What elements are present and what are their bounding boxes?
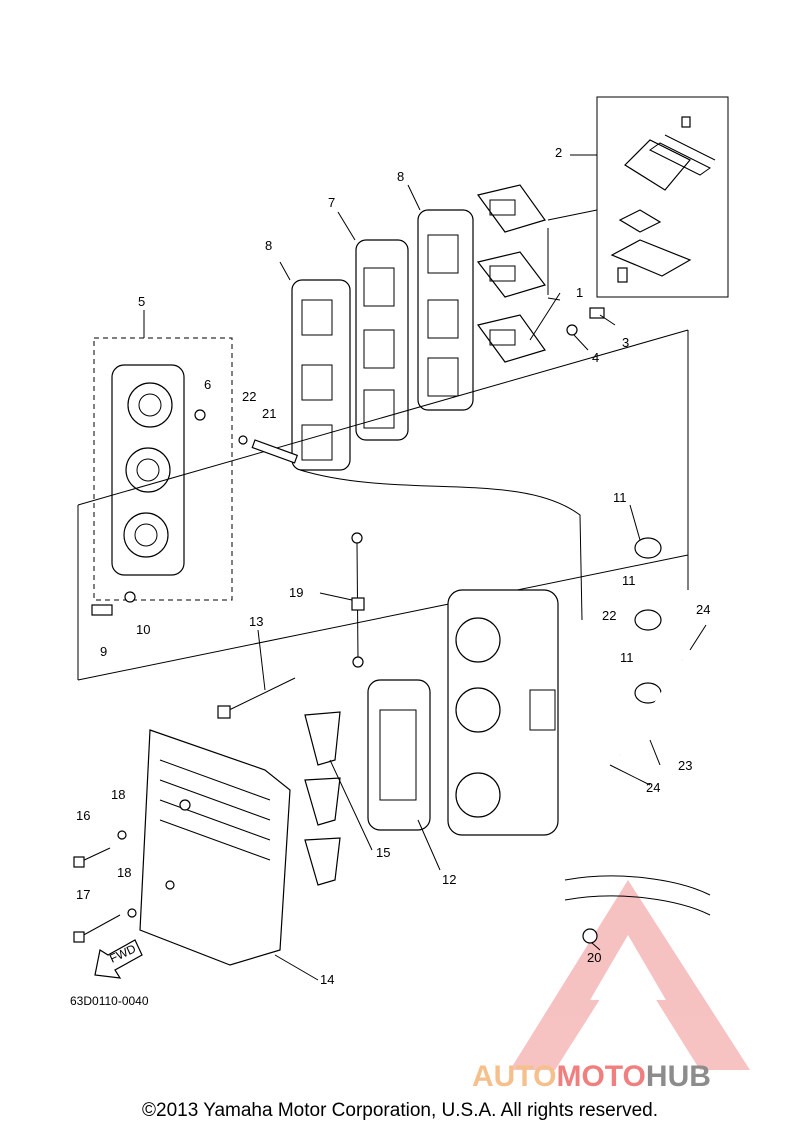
fwd-arrow-icon (94, 939, 143, 979)
watermark-logo (510, 880, 750, 1070)
callout-12: 12 (442, 872, 456, 887)
clip-22-upper (238, 435, 248, 445)
callout-4: 4 (592, 350, 599, 365)
o-ring-11a (634, 537, 662, 559)
callout-18a: 18 (111, 787, 125, 802)
callout-11a: 11 (613, 490, 627, 505)
callout-20: 20 (587, 950, 601, 965)
gaskets-15 (304, 711, 341, 886)
bolt-17 (73, 931, 85, 943)
washer-4 (566, 324, 578, 336)
callout-24b: 24 (646, 780, 660, 795)
cover-14 (139, 729, 291, 966)
callout-19: 19 (289, 585, 303, 600)
callout-11b: 11 (622, 573, 636, 588)
reed-valve-inset (596, 96, 729, 298)
drain-plug-area (564, 875, 711, 944)
bolt-6 (194, 409, 206, 421)
washer-18a (117, 830, 127, 840)
hose-21 (251, 439, 299, 464)
fuel-hose (299, 469, 583, 621)
o-ring-11b (634, 609, 662, 631)
callout-10: 10 (136, 622, 150, 637)
callout-6: 6 (204, 377, 211, 392)
callout-16: 16 (76, 808, 90, 823)
callout-9: 9 (100, 644, 107, 659)
callout-14: 14 (320, 972, 334, 987)
reed-valves (476, 184, 547, 363)
carburetor-assembly (447, 589, 559, 836)
link-rod (351, 532, 365, 668)
callout-8b: 8 (397, 169, 404, 184)
bolt-13 (217, 705, 231, 719)
intake-manifold (111, 364, 185, 576)
callout-21: 21 (262, 406, 276, 421)
callout-22b: 22 (602, 608, 616, 623)
callout-22a: 22 (242, 389, 256, 404)
callout-8a: 8 (265, 238, 272, 253)
callout-3: 3 (622, 335, 629, 350)
callout-24a: 24 (696, 602, 710, 617)
watermark-text: AUTOMOTOHUB (472, 1060, 711, 1093)
callout-11c: 11 (620, 650, 634, 665)
bolt-9 (91, 604, 113, 616)
callout-1: 1 (576, 285, 583, 300)
callout-2: 2 (555, 145, 562, 160)
screw-3 (589, 307, 605, 319)
callout-23: 23 (678, 758, 692, 773)
copyright-notice: ©2013 Yamaha Motor Corporation, U.S.A. A… (142, 1100, 658, 1121)
callout-13: 13 (249, 614, 263, 629)
diagram-code: 63D0110-0040 (70, 994, 149, 1008)
gasket-12 (367, 679, 431, 831)
callout-18b: 18 (117, 865, 131, 880)
bolt-16 (73, 856, 85, 868)
washer-18b (127, 908, 137, 918)
gaskets (291, 209, 474, 471)
intake-manifold-box (93, 337, 233, 601)
callout-17: 17 (76, 887, 90, 902)
callout-7: 7 (328, 195, 335, 210)
washer-10 (124, 591, 136, 603)
callout-15: 15 (376, 845, 390, 860)
callout-5: 5 (138, 294, 145, 309)
